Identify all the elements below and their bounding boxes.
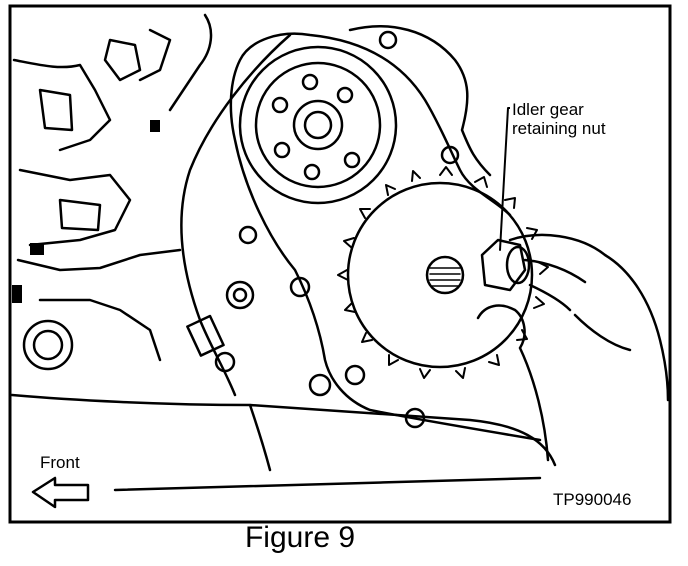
figure-code-label: TP990046: [551, 490, 634, 510]
front-direction-label: Front: [40, 453, 80, 472]
sprocket-bolt: [271, 96, 289, 114]
bolt-boss: [214, 351, 236, 373]
bolt-boss: [404, 407, 426, 429]
bolt-boss: [238, 225, 258, 245]
bolt-boss: [440, 145, 460, 165]
diagram-frame: [8, 4, 672, 524]
block-boss-large-inner: [32, 329, 64, 361]
bolt-boss: [289, 276, 311, 298]
bolt-boss-inner: [232, 287, 248, 303]
camshaft-sprocket-outer: [238, 45, 398, 205]
camshaft-sprocket-rim: [254, 61, 382, 189]
block-dark-accent: [30, 243, 44, 255]
camshaft-hub-inner: [303, 110, 333, 140]
figure-caption: Figure 9: [244, 521, 356, 554]
callout-idler-gear-retaining-nut: Idler gear retaining nut: [510, 100, 664, 138]
idler-gear-body: [346, 181, 534, 369]
front-arrow-tail-line: [113, 476, 542, 492]
block-dark-accent: [150, 120, 160, 132]
idler-gear-hub-thread: [429, 267, 461, 287]
bolt-boss: [225, 280, 255, 310]
sprocket-bolt: [343, 151, 361, 169]
callout-line-1: Idler gear: [512, 100, 584, 119]
front-arrow-icon: [31, 476, 90, 509]
block-dark-accent: [12, 285, 22, 303]
camshaft-hub: [292, 99, 344, 151]
idler-gear-hub: [425, 255, 465, 295]
engine-block-outline: [10, 13, 557, 472]
block-detail-left: [12, 28, 182, 362]
retaining-nut: [480, 238, 527, 292]
sprocket-bolt: [301, 73, 319, 91]
retaining-nut-face: [505, 245, 531, 285]
callout-line-2: retaining nut: [512, 119, 606, 138]
sprocket-bolt: [303, 163, 321, 181]
sprocket-bolt: [273, 141, 291, 159]
bolt-boss: [378, 30, 398, 50]
block-boss-large: [22, 319, 74, 371]
wiring-harness: [180, 33, 292, 397]
idler-gear-teeth: [337, 166, 549, 379]
gasket-outline: [229, 32, 542, 442]
bolt-boss: [344, 364, 366, 386]
bolt-boss: [308, 373, 332, 397]
harness-clip: [186, 314, 225, 357]
sprocket-bolt: [336, 86, 354, 104]
technician-hand: [476, 233, 670, 462]
